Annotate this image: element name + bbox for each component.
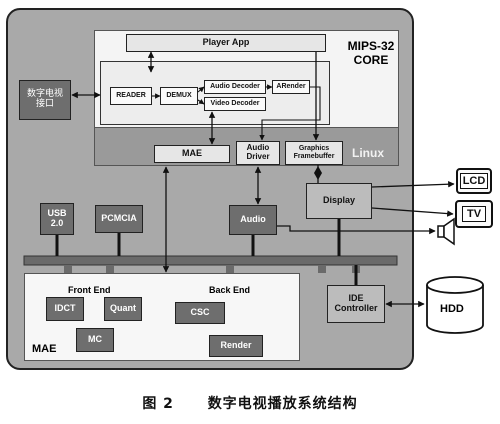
framebuffer-diamond xyxy=(314,166,322,180)
display-lcd-arrow xyxy=(371,180,455,188)
player-app-box: Player App xyxy=(126,34,326,52)
figure-title: 数字电视播放系统结构 xyxy=(207,396,358,412)
front-end-label: Front End xyxy=(68,285,111,295)
audio-box: Audio xyxy=(229,205,277,235)
tv-set: TV xyxy=(455,200,493,228)
display-tv-arrow xyxy=(371,207,454,217)
arender-driver-arrow xyxy=(259,86,321,141)
bus-tap-4 xyxy=(318,265,326,273)
figure-number: 图 2 xyxy=(142,396,174,412)
mae-region-label: MAE xyxy=(32,343,57,355)
quant-box: Quant xyxy=(104,297,142,321)
mc-box: MC xyxy=(76,328,114,352)
linux-label: Linux xyxy=(352,146,384,160)
video-decoder-box: Video Decoder xyxy=(204,97,266,111)
demux-box: DEMUX xyxy=(160,87,198,105)
bus-tap-3 xyxy=(226,265,234,273)
hdd-label: HDD xyxy=(440,303,464,315)
audio-driver-box: Audio Driver xyxy=(236,141,280,165)
usb-box: USB 2.0 xyxy=(40,203,74,235)
idct-box: IDCT xyxy=(46,297,84,321)
lcd-monitor: LCD xyxy=(456,168,492,194)
reader-box: READER xyxy=(110,87,152,105)
tv-label: TV xyxy=(461,205,487,223)
system-bus xyxy=(23,255,398,266)
demux-audio-arrow xyxy=(197,86,205,93)
bus-tap-1 xyxy=(64,265,72,273)
mae-top-box: MAE xyxy=(154,145,230,163)
demux-video-arrow xyxy=(197,98,205,105)
lcd-label: LCD xyxy=(459,172,489,190)
graphics-framebuffer-box: Graphics Framebuffer xyxy=(285,141,343,165)
hdd-cylinder xyxy=(426,276,484,334)
speaker-icon xyxy=(437,217,455,246)
pcmcia-box: PCMCIA xyxy=(95,205,143,233)
audio-decoder-box: Audio Decoder xyxy=(204,80,266,94)
back-end-label: Back End xyxy=(209,285,251,295)
dtv-interface-box: 数字电视 接口 xyxy=(19,80,71,120)
csc-box: CSC xyxy=(175,302,225,324)
display-box: Display xyxy=(306,183,372,219)
core-label: MIPS-32 CORE xyxy=(347,39,395,67)
render-box: Render xyxy=(209,335,263,357)
figure-caption: 图 2 数字电视播放系统结构 xyxy=(0,393,500,413)
bus-tap-2 xyxy=(106,265,114,273)
audio-speaker-arrow xyxy=(277,225,436,235)
ide-controller-box: IDE Controller xyxy=(327,285,385,323)
